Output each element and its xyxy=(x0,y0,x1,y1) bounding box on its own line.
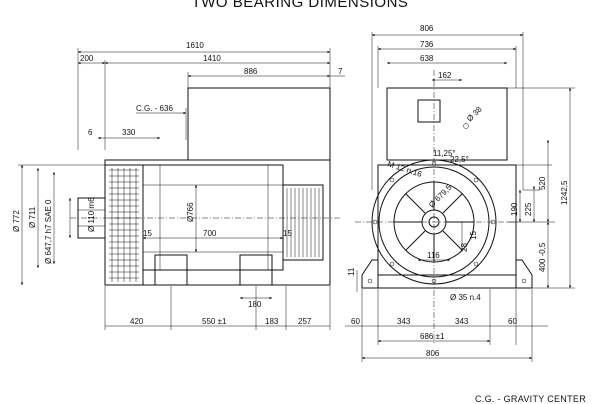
label-phi766: Ø766 xyxy=(186,202,195,222)
label-6: 6 xyxy=(88,128,93,137)
foot-hole-icon xyxy=(521,278,527,284)
label-11-25: 11,25° xyxy=(433,149,456,158)
label-420: 420 xyxy=(130,317,144,326)
label-phi772: Ø 772 xyxy=(12,210,21,232)
footnote-gravity-center: C.G. - GRAVITY CENTER xyxy=(475,394,586,404)
label-116: 116 xyxy=(427,251,440,260)
label-cg: C.G. - 636 xyxy=(136,104,173,113)
foot-right xyxy=(515,259,533,289)
label-686: 686 ±1 xyxy=(420,332,445,341)
label-15b: 15 xyxy=(283,229,292,238)
label-257: 257 xyxy=(298,317,312,326)
label-806-top: 806 xyxy=(420,24,434,33)
foot-left xyxy=(361,259,379,289)
label-200: 200 xyxy=(80,54,94,63)
terminal-cover xyxy=(417,99,441,123)
label-phi38: Ø 38 xyxy=(465,104,484,123)
rear-grille xyxy=(282,184,324,261)
label-190: 190 xyxy=(510,202,519,216)
label-183: 183 xyxy=(265,317,279,326)
label-330: 330 xyxy=(122,128,136,137)
label-phi679: Ø 679,5 xyxy=(427,183,454,210)
drawing-title: TWO BEARING DIMENSIONS xyxy=(191,0,409,11)
label-736: 736 xyxy=(420,40,434,49)
label-1242-5: 1242,5 xyxy=(560,180,569,205)
label-22-5: 22,5° xyxy=(450,155,469,164)
label-1610: 1610 xyxy=(186,41,204,50)
label-886: 886 xyxy=(244,67,258,76)
end-frame xyxy=(377,164,517,276)
label-343-right: 343 xyxy=(455,317,469,326)
label-60-left: 60 xyxy=(351,317,360,326)
label-7: 7 xyxy=(338,67,343,76)
foot-hole-icon xyxy=(367,278,373,284)
label-11: 11 xyxy=(347,267,356,276)
label-638: 638 xyxy=(420,54,434,63)
cable-gland-icon xyxy=(463,123,469,129)
label-343-left: 343 xyxy=(397,317,411,326)
label-phi35: Ø 35 n.4 xyxy=(450,293,481,302)
label-225: 225 xyxy=(524,202,533,216)
side-view: 1610 200 1410 886 7 C.G. - 636 6 330 xyxy=(12,41,358,330)
label-520: 520 xyxy=(538,176,547,190)
label-550: 550 ±1 xyxy=(202,317,227,326)
label-15-key: 15 xyxy=(469,231,478,240)
terminal-box xyxy=(187,87,331,161)
end-view: 806 736 638 162 Ø 38 11,25° 22,5° M 12 n… xyxy=(345,24,575,362)
flange-mesh xyxy=(109,168,139,282)
label-162: 162 xyxy=(438,71,452,80)
label-phi711: Ø 711 xyxy=(28,206,37,228)
label-806-bottom: 806 xyxy=(426,349,440,358)
label-700: 700 xyxy=(203,229,217,238)
label-180: 180 xyxy=(248,300,262,309)
label-phi647: Ø 647,7 h7 SAE 0 xyxy=(44,199,53,264)
label-60-right: 60 xyxy=(508,317,517,326)
stator xyxy=(142,164,284,271)
label-15a: 15 xyxy=(143,229,152,238)
end-terminal-box xyxy=(386,87,508,161)
label-phi110: Ø 110 m6 xyxy=(87,197,96,232)
label-400: 400 -0,5 xyxy=(538,242,547,272)
label-1410: 1410 xyxy=(203,54,221,63)
label-28: 28 xyxy=(460,243,469,252)
